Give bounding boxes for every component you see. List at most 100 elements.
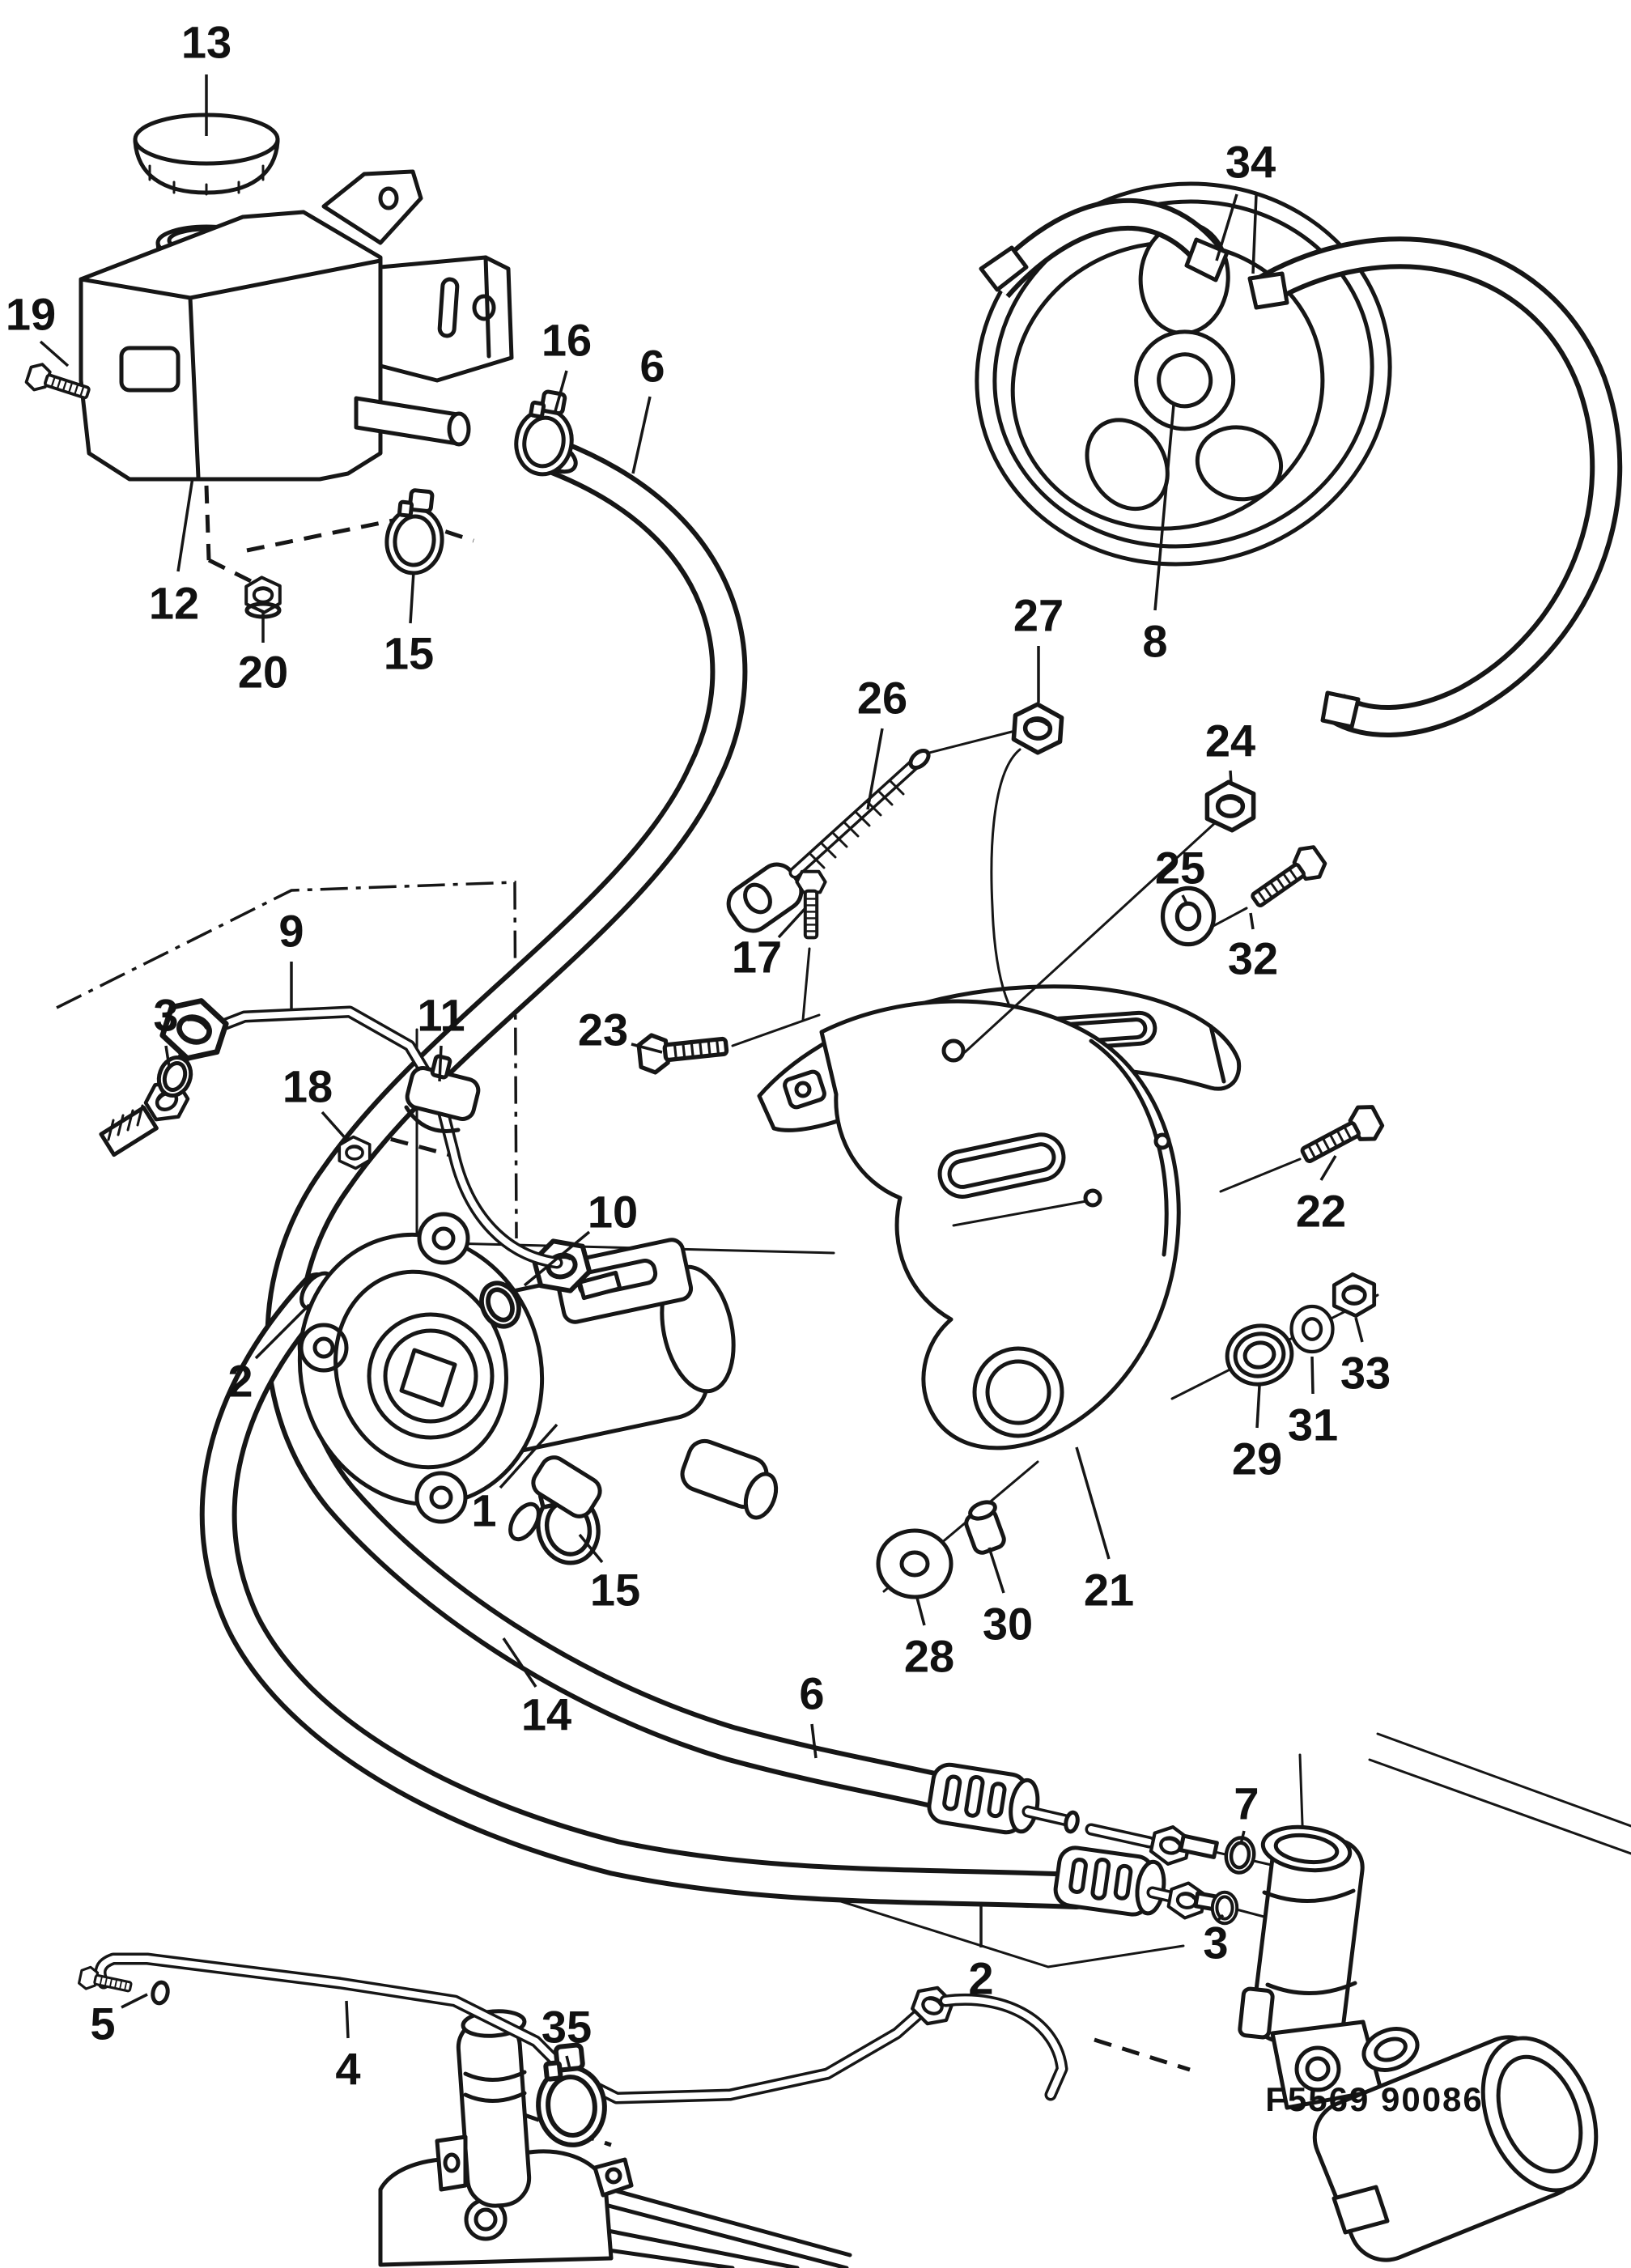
callout-31-30: 31	[1288, 1356, 1338, 1450]
callout-number: 10	[588, 1187, 638, 1238]
callout-number: 30	[983, 1599, 1033, 1650]
callout-number: 16	[542, 315, 592, 366]
clamp-15-upper	[384, 488, 447, 576]
callout-22-32: 22	[1296, 1155, 1346, 1237]
callout-number: 13	[181, 17, 231, 68]
callout-leader-line	[1181, 894, 1188, 904]
callout-27-9: 27	[1013, 590, 1064, 703]
callout-20-3: 20	[238, 612, 288, 698]
callout-19-1: 19	[6, 289, 70, 367]
bolt-17	[796, 872, 825, 938]
callout-number: 3	[153, 990, 178, 1041]
callout-leader-line	[345, 2000, 350, 2039]
pump-1	[297, 1212, 779, 1542]
callout-leader-line	[499, 1423, 559, 1489]
callout-13-0: 13	[181, 17, 231, 136]
callout-29-29: 29	[1232, 1385, 1282, 1484]
callout-number: 3	[1203, 1918, 1228, 1969]
callout-leader-line	[1354, 1317, 1364, 1343]
callout-leader-line	[810, 1723, 818, 1759]
callout-leader-line	[866, 728, 884, 810]
callout-number: 15	[384, 628, 434, 679]
callout-12-2: 12	[149, 477, 199, 629]
bolt-32	[1246, 842, 1329, 915]
callout-leader-line	[1153, 404, 1175, 611]
callout-leader-line	[176, 477, 194, 572]
callout-number: 18	[282, 1061, 333, 1112]
callout-18-19: 18	[282, 1061, 350, 1143]
callout-leader-line	[565, 2055, 571, 2070]
figure-code: F5569 90086	[1265, 2080, 1484, 2118]
callout-number: 31	[1288, 1399, 1338, 1450]
callout-number: 2	[227, 1356, 253, 1407]
callout-number: 28	[904, 1631, 954, 1682]
callout-number: 35	[542, 2002, 592, 2053]
callout-number: 4	[335, 2044, 360, 2095]
clamp-35	[533, 2043, 609, 2148]
callout-number: 29	[1232, 1433, 1282, 1484]
grommet-29	[1225, 1323, 1294, 1387]
bolt-5	[76, 1964, 170, 2006]
callout-24-11: 24	[1205, 716, 1255, 784]
callout-number: 6	[639, 341, 665, 392]
callout-16-5: 16	[542, 315, 592, 412]
bolt-22	[1297, 1102, 1387, 1172]
callout-25-12: 25	[1155, 843, 1205, 904]
return-pipe-4	[94, 1952, 1068, 2104]
nut-33	[1334, 1274, 1374, 1315]
callout-number: 26	[857, 673, 907, 724]
callout-leader-line	[1251, 193, 1258, 274]
callout-6-25: 6	[799, 1668, 825, 1759]
nut-27	[990, 703, 1063, 1005]
callout-leader-line	[631, 396, 652, 474]
callout-number: 24	[1205, 716, 1255, 767]
bolt-26	[726, 748, 931, 933]
callout-leader-line	[1215, 193, 1238, 261]
steering-rack-valve	[1238, 1824, 1599, 2262]
washer-28	[876, 1528, 954, 1599]
reservoir-12	[79, 169, 423, 482]
callout-leader-line	[1217, 1913, 1225, 1922]
callout-leader-line	[1310, 1356, 1315, 1395]
callout-2-23: 2	[227, 1303, 311, 1407]
callout-leader-line	[164, 1045, 171, 1068]
callout-leader-line	[254, 1303, 311, 1360]
callout-number: 19	[6, 289, 56, 340]
callout-5-35: 5	[90, 1993, 148, 2049]
callout-number: 25	[1155, 843, 1205, 894]
callout-11-18: 11	[417, 990, 465, 1082]
callout-leader-line	[438, 1045, 443, 1082]
callout-leader-line	[988, 1547, 1005, 1594]
callout-leader-line	[1075, 1446, 1111, 1560]
callout-28-26: 28	[904, 1597, 954, 1682]
callout-number: 32	[1228, 933, 1278, 984]
callout-26-10: 26	[857, 673, 907, 810]
callout-number: 6	[799, 1668, 824, 1719]
callout-number: 11	[417, 990, 465, 1041]
callout-leader-line	[1319, 1155, 1337, 1181]
nut-20	[246, 577, 280, 619]
washer-31	[1292, 1306, 1333, 1352]
callout-number: 1	[471, 1485, 496, 1536]
callout-leader-line	[578, 1533, 604, 1564]
callout-4-36: 4	[335, 2000, 361, 2095]
callout-number: 33	[1340, 1348, 1391, 1399]
callout-number: 7	[1234, 1778, 1259, 1829]
callout-33-31: 33	[1340, 1317, 1391, 1399]
outlet-stub	[354, 396, 471, 447]
callout-number: 23	[578, 1004, 628, 1055]
callout-number: 17	[732, 932, 782, 983]
callout-leader-line	[1249, 912, 1255, 930]
callout-leader-line	[502, 1637, 537, 1688]
callout-leader-line	[121, 1993, 148, 2009]
callout-leader-line	[39, 340, 70, 367]
callout-7-33: 7	[1234, 1778, 1259, 1845]
callout-35-37: 35	[542, 2002, 592, 2070]
callout-leader-line	[523, 1230, 591, 1287]
callout-leader-line	[1239, 1830, 1246, 1845]
callout-number: 15	[590, 1565, 640, 1616]
callout-10-20: 10	[523, 1187, 638, 1287]
callout-leader-line	[1255, 1385, 1261, 1429]
